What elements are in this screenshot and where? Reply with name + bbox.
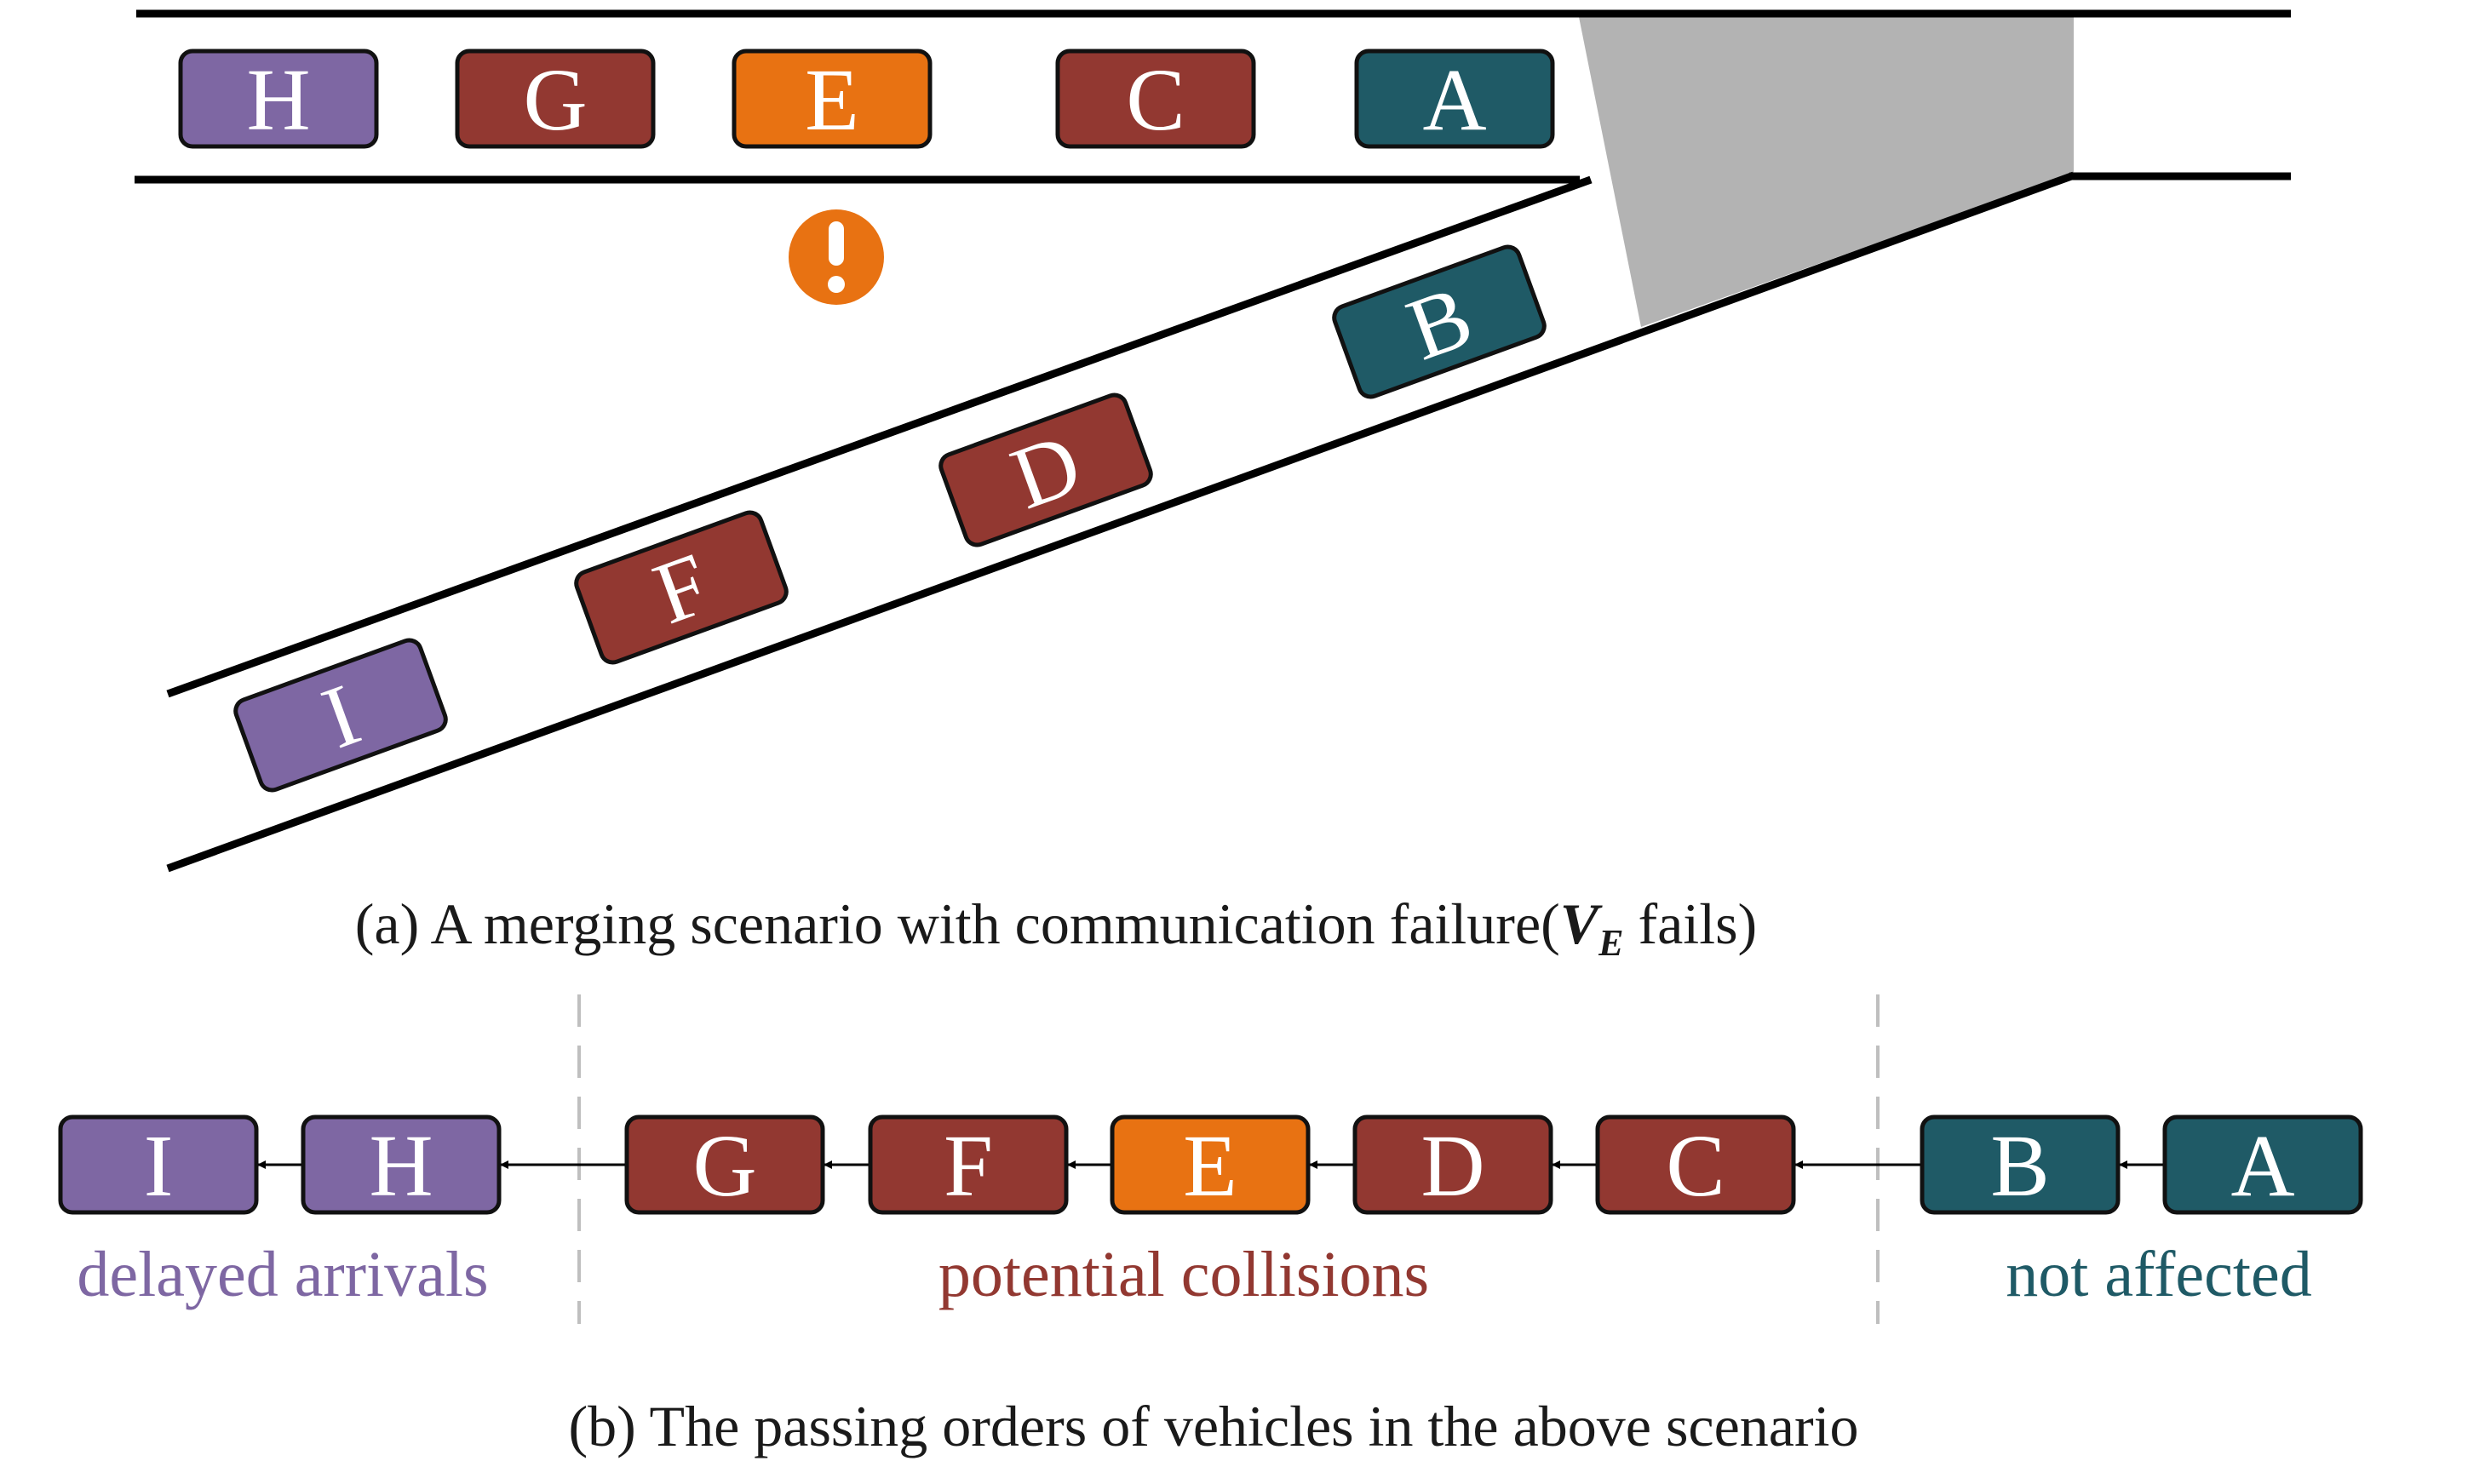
vehicle-body bbox=[301, 1114, 502, 1215]
vehicle-body bbox=[2162, 1114, 2363, 1215]
vehicle-b: B bbox=[1920, 1114, 2121, 1215]
vehicle-label: C bbox=[1126, 51, 1185, 149]
vehicle-f: F bbox=[574, 510, 789, 665]
vehicle-a: A bbox=[2162, 1114, 2363, 1215]
vehicle-e: E bbox=[1110, 1114, 1311, 1215]
vehicle-body bbox=[732, 49, 933, 149]
vehicle-label: I bbox=[144, 1117, 174, 1215]
vehicle-label: F bbox=[944, 1117, 993, 1215]
vehicle-label: D bbox=[1421, 1117, 1484, 1215]
vehicle-body bbox=[1354, 49, 1555, 149]
group-label-not-affected: not affected bbox=[2006, 1239, 2311, 1310]
vehicle-body bbox=[1352, 1114, 1553, 1215]
exclamation-circle-icon bbox=[789, 209, 884, 305]
vehicle-body bbox=[868, 1114, 1069, 1215]
group-label-collisions: potential collisions bbox=[938, 1239, 1429, 1310]
vehicle-g: G bbox=[624, 1114, 825, 1215]
vehicle-g: G bbox=[455, 49, 656, 149]
vehicle-label: C bbox=[1666, 1117, 1725, 1215]
road-layout bbox=[135, 9, 2291, 873]
vehicle-body bbox=[938, 392, 1153, 547]
vehicle-label: B bbox=[1990, 1117, 2049, 1215]
vehicle-label: E bbox=[1183, 1117, 1237, 1215]
vehicle-body bbox=[574, 510, 789, 665]
vehicle-body bbox=[178, 49, 379, 149]
vehicle-body bbox=[455, 49, 656, 149]
vehicle-b: B bbox=[1332, 244, 1547, 399]
vehicle-label: E bbox=[805, 51, 859, 149]
vehicle-i: I bbox=[233, 638, 448, 793]
vehicle-label: A bbox=[2230, 1117, 2294, 1215]
vehicle-d: D bbox=[1352, 1114, 1553, 1215]
ramp-upper-edge bbox=[166, 175, 1593, 698]
vehicle-body bbox=[1920, 1114, 2121, 1215]
vehicle-label: G bbox=[692, 1117, 756, 1215]
caption-a: (a) A merging scenario with communicatio… bbox=[355, 891, 1757, 964]
vehicle-label: A bbox=[1422, 51, 1486, 149]
vehicle-label: H bbox=[246, 51, 310, 149]
vehicle-h: H bbox=[301, 1114, 502, 1215]
vehicle-e: E bbox=[732, 49, 933, 149]
vehicle-body bbox=[1332, 244, 1547, 399]
vehicle-body bbox=[1055, 49, 1256, 149]
vehicle-c: C bbox=[1055, 49, 1256, 149]
vehicle-body bbox=[1595, 1114, 1796, 1215]
vehicle-body bbox=[233, 638, 448, 793]
vehicle-body bbox=[58, 1114, 259, 1215]
vehicle-a: A bbox=[1354, 49, 1555, 149]
vehicle-i: I bbox=[58, 1114, 259, 1215]
ramp-vehicles: IFD B bbox=[233, 244, 1547, 793]
vehicle-f: F bbox=[868, 1114, 1069, 1215]
vehicle-label: H bbox=[369, 1117, 433, 1215]
vehicle-body bbox=[1110, 1114, 1311, 1215]
vehicle-label: G bbox=[523, 51, 587, 149]
merge-zone bbox=[1579, 17, 2074, 327]
ramp-lower-edge bbox=[166, 171, 2075, 873]
caption-b: (b) The passing orders of vehicles in th… bbox=[568, 1394, 1858, 1458]
vehicle-body bbox=[624, 1114, 825, 1215]
vehicle-c: C bbox=[1595, 1114, 1796, 1215]
vehicle-h: H bbox=[178, 49, 379, 149]
vehicle-d: D bbox=[938, 392, 1153, 547]
group-label-delayed: delayed arrivals bbox=[77, 1239, 488, 1310]
